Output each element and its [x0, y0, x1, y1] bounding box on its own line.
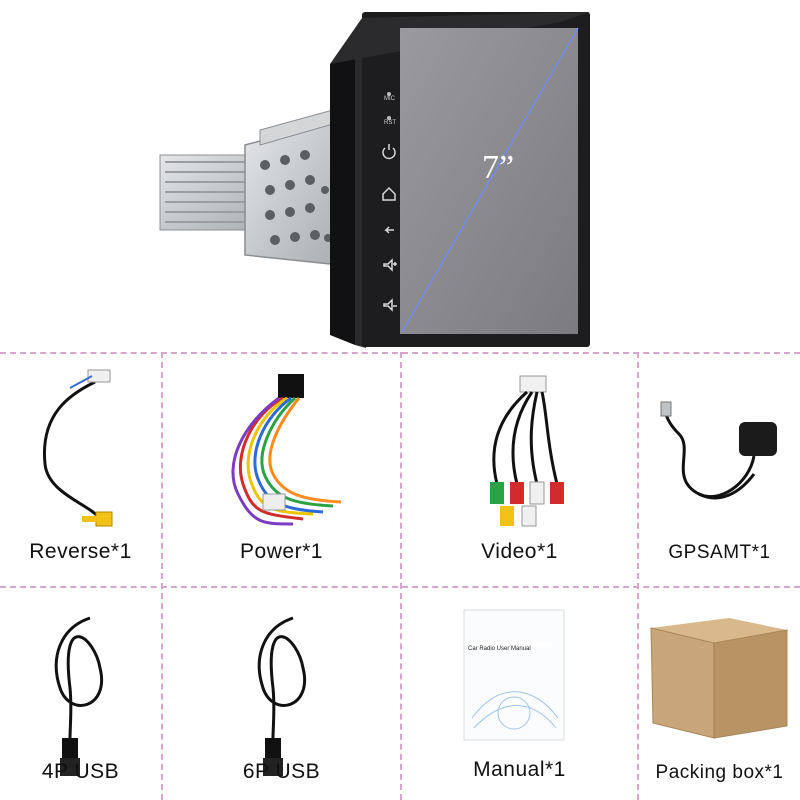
usb-cable-4p-image: [54, 616, 104, 776]
item-gps-antenna: GPSAMT*1: [639, 354, 800, 586]
item-packing-box: Packing box*1: [639, 588, 800, 800]
accessory-grid: Reverse*1 Power*1: [0, 352, 800, 800]
power-icon: [382, 144, 396, 160]
display-screen: [400, 27, 579, 334]
item-6p-usb-cable: 6P USB: [163, 588, 400, 800]
back-icon: [384, 226, 394, 234]
user-manual-image: [463, 609, 565, 741]
screen-size-label: 7”: [482, 149, 514, 186]
video-cable-image: [490, 375, 564, 527]
mounting-cage: [244, 107, 341, 266]
divider: [161, 352, 163, 800]
item-label: Packing box*1: [655, 762, 784, 783]
usb-cable-6p-image: [257, 616, 307, 776]
mic-label: MIC: [384, 96, 396, 102]
item-video-cable: Video*1: [402, 354, 637, 586]
item-label: 6P USB: [242, 760, 321, 783]
item-label: Manual*1: [473, 758, 566, 781]
packing-box-image: [650, 618, 788, 739]
side-button-strip: [382, 92, 397, 312]
item-4p-usb-cable: 4P USB: [0, 588, 161, 800]
item-user-manual: Car Radio User Manual Manual*1: [402, 588, 637, 800]
power-harness-image: [231, 374, 342, 526]
item-label: Power*1: [240, 540, 323, 563]
item-power-harness: Power*1: [163, 354, 400, 586]
item-label: Video*1: [481, 540, 558, 563]
gps-antenna-image: [660, 401, 777, 500]
manual-cover-title: Car Radio User Manual: [468, 646, 531, 652]
item-label: 4P USB: [41, 760, 120, 783]
item-label: GPSAMT*1: [668, 542, 771, 563]
divider: [400, 352, 402, 800]
reverse-cable-image: [42, 369, 113, 527]
item-reverse-cable: Reverse*1: [0, 354, 161, 586]
product-hero: MIC RST 7”: [0, 0, 800, 350]
volume-up-icon: [383, 258, 397, 272]
item-label: Reverse*1: [29, 540, 132, 563]
car-radio-unit: MIC RST 7”: [159, 12, 590, 348]
home-icon: [382, 186, 396, 201]
rst-label: RST: [384, 120, 396, 126]
divider: [637, 352, 639, 800]
volume-down-icon: [383, 298, 397, 312]
